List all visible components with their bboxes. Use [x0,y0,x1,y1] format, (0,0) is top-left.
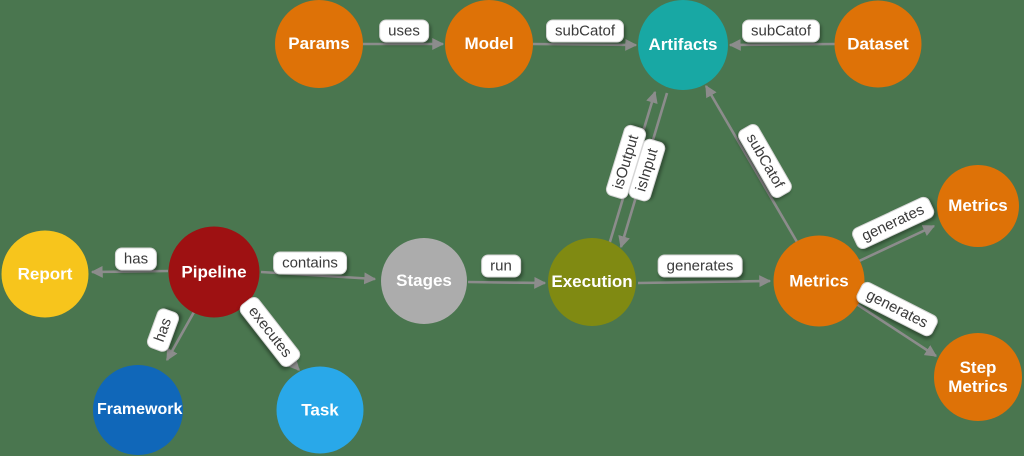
node-report-label: Report [17,264,73,284]
edge-label-subcatof-dataset: subCatof [741,19,821,43]
edge-dataset-artifacts [728,38,836,51]
edge-pipeline-report [90,265,169,278]
edge-label-contains: contains [273,251,347,275]
node-metrics-label: Metrics [789,271,849,291]
edge-label-subcatof-model: subCatof [545,19,625,43]
node-artifacts-label: Artifacts [648,35,718,55]
edge-metrics-artifacts [704,84,799,243]
node-task-label: Task [301,400,339,420]
edge-metrics-metrics2 [856,224,936,264]
node-params-label: Params [288,34,350,54]
node-report: Report [1,230,89,318]
edge-model-artifacts [532,38,638,51]
node-execution-label: Execution [551,272,633,292]
edge-label-generates-execution: generates [657,254,743,278]
edge-pipeline-framework [165,311,196,362]
edge-execution-metrics [637,275,772,288]
node-execution: Execution [548,238,636,326]
node-step-metrics: Step Metrics [934,333,1022,421]
node-artifacts: Artifacts [638,0,728,90]
edge-stages-execution [467,276,547,289]
node-framework: Framework [93,365,183,455]
node-step-metrics-label: Step Metrics [948,357,1008,396]
node-metrics: Metrics [773,235,865,327]
edge-label-has-report: has [114,247,158,271]
node-metrics-2-label: Metrics [948,196,1008,216]
node-dataset-label: Dataset [847,34,909,54]
node-params: Params [275,0,363,88]
node-model: Model [445,0,533,88]
node-framework-label: Framework [97,401,183,419]
node-stages-label: Stages [396,271,452,291]
edge-label-run: run [481,254,521,278]
node-task: Task [276,366,364,454]
node-pipeline-label: Pipeline [181,262,247,282]
node-model-label: Model [464,34,514,54]
node-dataset: Dataset [834,0,922,88]
node-metrics-2: Metrics [937,165,1019,247]
edge-metrics-stepmetrics [854,301,938,358]
node-stages: Stages [381,238,467,324]
edge-label-uses: uses [379,19,429,43]
